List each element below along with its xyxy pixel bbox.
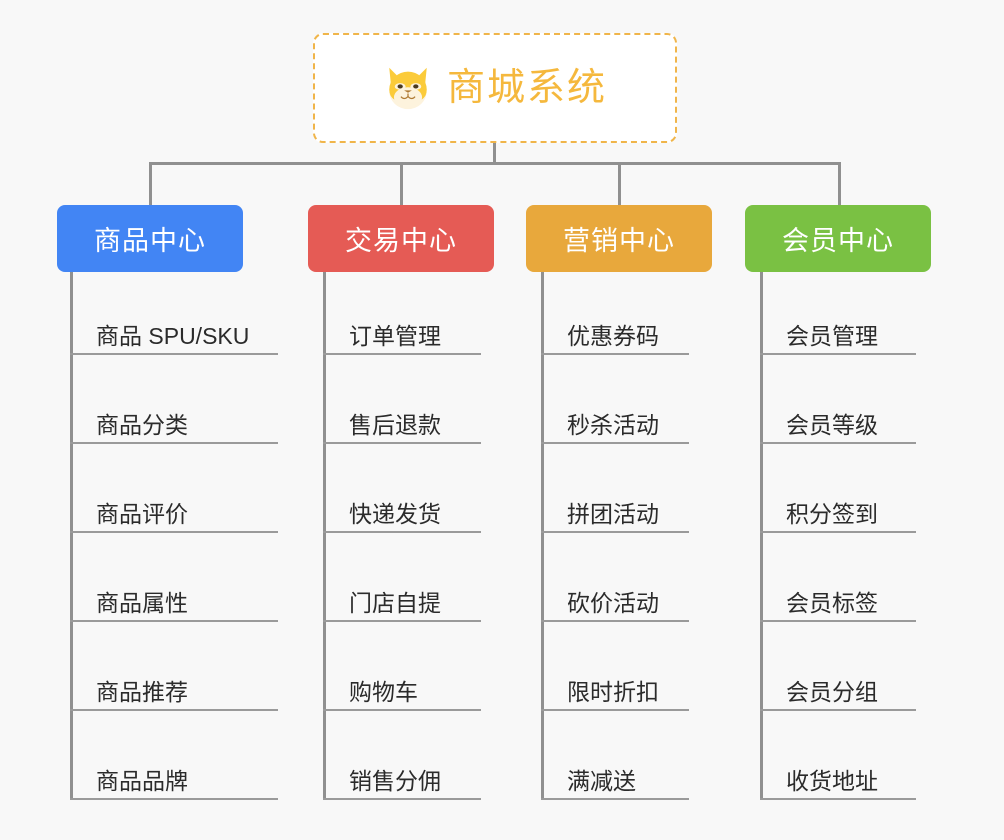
category-stem-line (618, 162, 621, 205)
category-stem-line (400, 162, 403, 205)
category-box-3[interactable]: 营销中心 (526, 205, 712, 272)
column-trunk-line (70, 272, 73, 800)
leaf-item[interactable]: 砍价活动 (541, 566, 689, 622)
leaf-item-label: 会员管理 (786, 322, 878, 349)
leaf-item-label: 满减送 (567, 767, 636, 794)
column-trunk-line (323, 272, 326, 800)
root-title: 商城系统 (446, 67, 607, 109)
leaf-item[interactable]: 订单管理 (323, 299, 481, 355)
category-box-1[interactable]: 商品中心 (57, 205, 243, 272)
leaf-item-label: 快递发货 (349, 500, 441, 527)
leaf-item-label: 砍价活动 (567, 589, 659, 616)
leaf-item-label: 商品评价 (96, 500, 188, 527)
leaf-item[interactable]: 购物车 (323, 655, 481, 711)
category-stem-line (838, 162, 841, 205)
leaf-item[interactable]: 秒杀活动 (541, 388, 689, 444)
leaf-item[interactable]: 售后退款 (323, 388, 481, 444)
leaf-item-label: 售后退款 (349, 411, 441, 438)
leaf-item[interactable]: 优惠券码 (541, 299, 689, 355)
leaf-item[interactable]: 满减送 (541, 744, 689, 800)
root-stem-line (493, 143, 496, 162)
leaf-item[interactable]: 拼团活动 (541, 477, 689, 533)
leaf-item[interactable]: 门店自提 (323, 566, 481, 622)
leaf-item[interactable]: 商品评价 (70, 477, 278, 533)
leaf-item-label: 商品推荐 (96, 678, 188, 705)
horizontal-bus-line (149, 162, 840, 165)
leaf-item[interactable]: 收货地址 (760, 744, 916, 800)
column-trunk-line (760, 272, 763, 800)
leaf-item-label: 秒杀活动 (567, 411, 659, 438)
category-box-4[interactable]: 会员中心 (745, 205, 931, 272)
leaf-item-label: 商品分类 (96, 411, 188, 438)
category-stem-line (149, 162, 152, 205)
leaf-item-label: 销售分佣 (349, 767, 441, 794)
leaf-item-label: 拼团活动 (567, 500, 659, 527)
leaf-item[interactable]: 商品 SPU/SKU (70, 299, 278, 355)
category-box-2[interactable]: 交易中心 (308, 205, 494, 272)
leaf-item[interactable]: 商品分类 (70, 388, 278, 444)
leaf-item-label: 购物车 (349, 678, 418, 705)
leaf-item-label: 订单管理 (349, 322, 441, 349)
leaf-item-label: 会员分组 (786, 678, 878, 705)
leaf-item[interactable]: 商品属性 (70, 566, 278, 622)
leaf-item[interactable]: 限时折扣 (541, 655, 689, 711)
leaf-item-label: 优惠券码 (567, 322, 659, 349)
leaf-item-label: 门店自提 (349, 589, 441, 616)
leaf-item-label: 商品 SPU/SKU (96, 322, 250, 349)
leaf-item[interactable]: 快递发货 (323, 477, 481, 533)
root-node[interactable]: 商城系统 (313, 33, 677, 143)
leaf-item[interactable]: 销售分佣 (323, 744, 481, 800)
leaf-item[interactable]: 会员标签 (760, 566, 916, 622)
leaf-item-label: 会员等级 (786, 411, 878, 438)
category-label: 交易中心 (345, 226, 457, 256)
leaf-item[interactable]: 积分签到 (760, 477, 916, 533)
leaf-item[interactable]: 商品品牌 (70, 744, 278, 800)
leaf-item-label: 积分签到 (786, 500, 878, 527)
category-label: 商品中心 (94, 226, 206, 256)
leaf-item[interactable]: 会员等级 (760, 388, 916, 444)
leaf-item[interactable]: 会员管理 (760, 299, 916, 355)
category-label: 会员中心 (782, 226, 894, 256)
leaf-item-label: 商品属性 (96, 589, 188, 616)
category-label: 营销中心 (563, 226, 675, 256)
leaf-item-label: 收货地址 (786, 767, 878, 794)
shiba-dog-icon (389, 67, 427, 110)
leaf-item-label: 商品品牌 (96, 767, 188, 794)
leaf-item[interactable]: 会员分组 (760, 655, 916, 711)
leaf-item-label: 会员标签 (786, 589, 878, 616)
column-trunk-line (541, 272, 544, 800)
leaf-item-label: 限时折扣 (567, 678, 659, 705)
leaf-item[interactable]: 商品推荐 (70, 655, 278, 711)
